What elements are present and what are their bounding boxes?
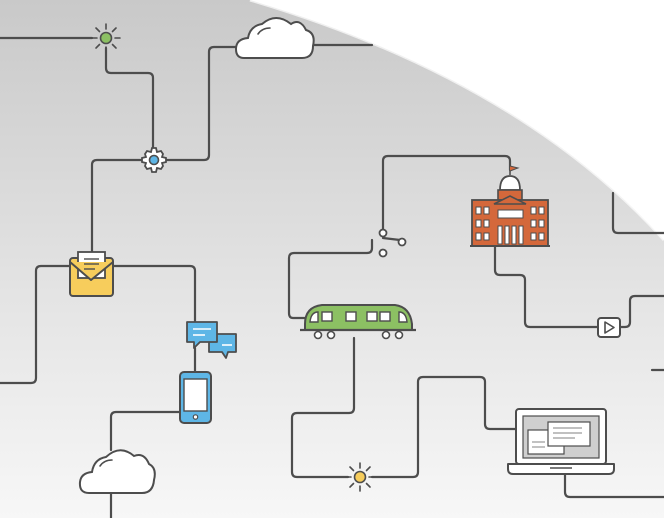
play-button-icon [597,317,621,338]
cloud-icon [78,449,156,494]
line-sun-to-gear [104,46,155,150]
smartphone-icon [179,371,212,424]
line-sun-bottom-right [370,375,518,479]
line-building-down [493,244,599,329]
line-envelope-left [0,264,72,385]
line-envelope-right [111,264,197,327]
cloud-icon [234,17,315,59]
background-arc-highlight [249,0,664,242]
junction-switch-icon [378,228,407,258]
line-gear-to-cloud [164,45,244,162]
connector-lines [0,36,664,518]
line-junction-up [381,154,512,231]
train-icon [300,304,416,340]
line-gear-to-envelope [90,158,144,257]
sun-icon [345,462,375,492]
line-train-down [290,336,356,479]
sun-icon [91,23,121,53]
line-junction-branch [381,236,402,242]
gear-icon [141,147,167,173]
line-train-left [287,238,374,320]
city-hall-icon [470,165,550,247]
line-right-top [611,191,664,235]
line-laptop-down [563,470,664,499]
line-phone-to-cloud [109,410,182,452]
line-play-right [618,294,664,329]
chat-bubbles-icon [186,321,237,359]
laptop-icon [507,408,615,475]
envelope-icon [69,251,114,297]
